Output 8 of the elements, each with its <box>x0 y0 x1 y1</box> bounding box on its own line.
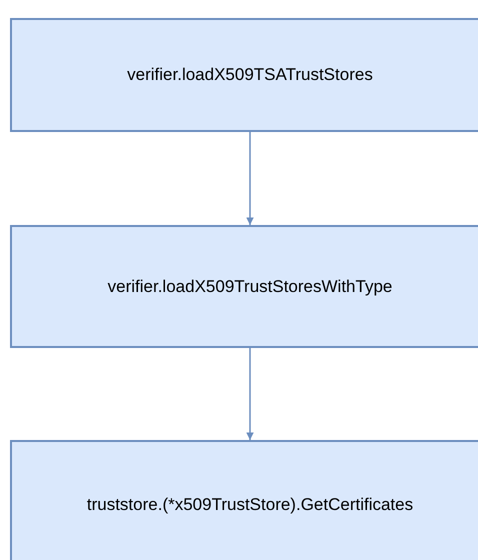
process-box <box>10 18 478 132</box>
arrow <box>246 348 254 440</box>
process-box <box>10 440 478 560</box>
arrow <box>246 132 254 225</box>
function-name: truststore.(*x509TrustStore).GetCertificates <box>86 495 414 515</box>
process-box <box>10 225 478 348</box>
function-name: verifier.loadX509TSATrustStores <box>127 65 373 85</box>
function-name: verifier.loadX509TrustStoresWithType <box>108 276 392 296</box>
